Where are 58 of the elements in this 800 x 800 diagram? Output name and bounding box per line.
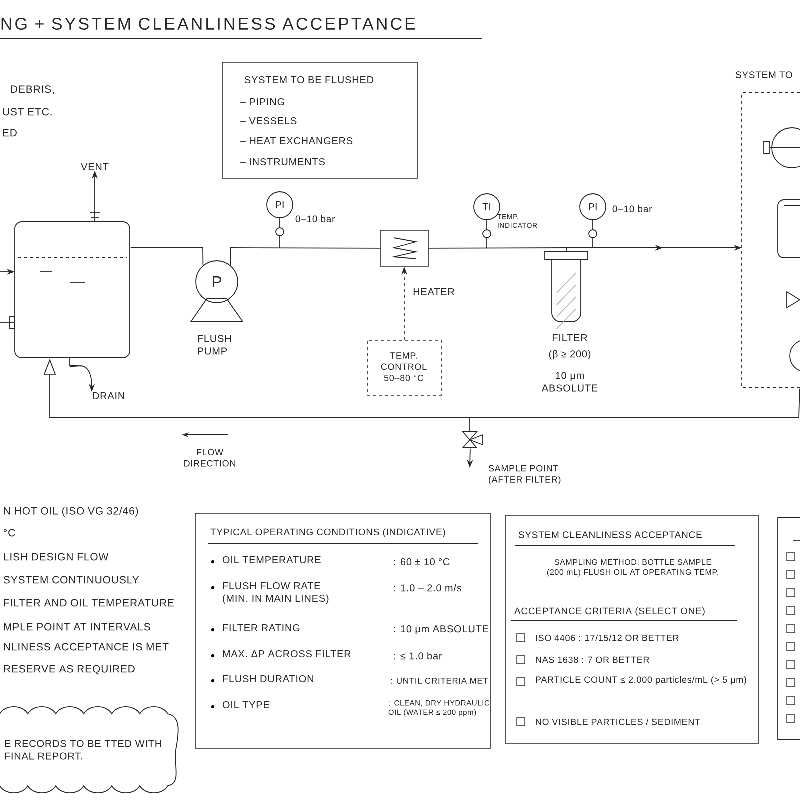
condition-value: : ≤ 1.0 bar	[394, 652, 442, 660]
condition-label: OIL TEMPERATURE	[222, 556, 321, 564]
note-text: FLOW DIRECTION	[184, 449, 236, 467]
tank	[10, 212, 130, 366]
pipe-line	[230, 248, 380, 266]
criterion-text: NAS 1638 : 7 OR BETTER	[536, 656, 650, 664]
list-item: – VESSELS	[240, 117, 297, 125]
note-text: N HOT OIL (ISO VG 32/46)	[4, 507, 138, 517]
note-text: E RECORDS TO BE TTED WITH FINAL REPORT.	[5, 740, 162, 760]
equipment-label: HEATER	[414, 288, 454, 296]
panel-heading: TYPICAL OPERATING CONDITIONS (INDICATIVE)	[210, 528, 446, 538]
range-label: 0–10 bar	[612, 206, 652, 212]
title: NG + SYSTEM CLEANLINESS ACCEPTANCE	[2, 18, 416, 30]
boundary-heading: SYSTEM TO	[736, 72, 792, 78]
note-text: SYSTEM CONTINUOUSLY	[4, 576, 140, 584]
note-text: MPLE POINT AT INTERVALS	[4, 623, 150, 631]
criterion-text: PARTICLE COUNT ≤ 2,000 particles/mL (> 5 μm)	[536, 676, 746, 685]
condition-label: FLUSH FLOW RATE (MIN. IN MAIN LINES)	[223, 582, 329, 604]
pipe-line	[0, 322, 16, 324]
list-item: – INSTRUMENTS	[240, 158, 325, 166]
panel-heading: SYSTEM TO BE FLUSHED	[244, 76, 374, 84]
pipe-line	[428, 248, 568, 249]
note-text: UST ETC.	[3, 108, 52, 116]
condition-value: : 1.0 – 2.0 m/s	[394, 584, 462, 592]
criterion-text: ISO 4406 : 17/15/12 OR BETTER	[536, 634, 679, 642]
sample-point-label: SAMPLE POINT (AFTER FILTER)	[488, 465, 561, 485]
note-text: LISH DESIGN FLOW	[4, 553, 109, 561]
pipe-line	[130, 248, 204, 266]
range-label: 0–10 bar	[296, 216, 336, 222]
equipment-label: (β ≥ 200)	[549, 350, 591, 360]
note-text: NLINESS ACCEPTANCE IS MET	[4, 643, 169, 651]
section-heading: ACCEPTANCE CRITERIA (SELECT ONE)	[514, 608, 705, 616]
control-label: TEMP. CONTROL 50–80 °C	[381, 352, 427, 382]
equipment-label: 10 μm ABSOLUTE	[542, 372, 598, 392]
equipment-label: FILTER	[552, 334, 588, 342]
condition-label: OIL TYPE	[222, 701, 270, 709]
pump: P	[190, 260, 244, 322]
note-text: DEBRIS,	[11, 86, 54, 94]
condition-value: : UNTIL CRITERIA MET	[391, 678, 488, 684]
condition-value: : 60 ± 10 °C	[394, 558, 450, 566]
list-item: – PIPING	[240, 98, 284, 106]
pressure-gauge: PI	[580, 194, 606, 248]
list-item: – HEAT EXCHANGERS	[240, 137, 353, 145]
note-text: RESERVE AS REQUIRED	[4, 665, 135, 675]
drain-label: DRAIN	[93, 392, 124, 400]
condition-label: FILTER RATING	[223, 624, 300, 632]
pressure-gauge: PI	[266, 192, 294, 248]
equipment-label: FLUSH PUMP	[198, 335, 232, 355]
condition-label: MAX. ΔP ACROSS FILTER	[223, 650, 351, 658]
note-text: °C	[4, 529, 16, 537]
method-text: SAMPLING METHOD: BOTTLE SAMPLE (200 mL) FLUSH OIL AT OPERATING TEMP.	[547, 559, 718, 577]
condition-value: : 10 μm ABSOLUTE	[394, 626, 489, 634]
vent-label: VENT	[81, 164, 109, 170]
panel-heading: SYSTEM CLEANLINESS ACCEPTANCE	[518, 532, 702, 538]
note-text: ED	[3, 129, 17, 137]
note-text: FILTER AND OIL TEMPERATURE	[4, 599, 174, 607]
criterion-text: NO VISIBLE PARTICLES / SEDIMENT	[536, 718, 700, 726]
condition-label: FLUSH DURATION	[223, 675, 314, 683]
